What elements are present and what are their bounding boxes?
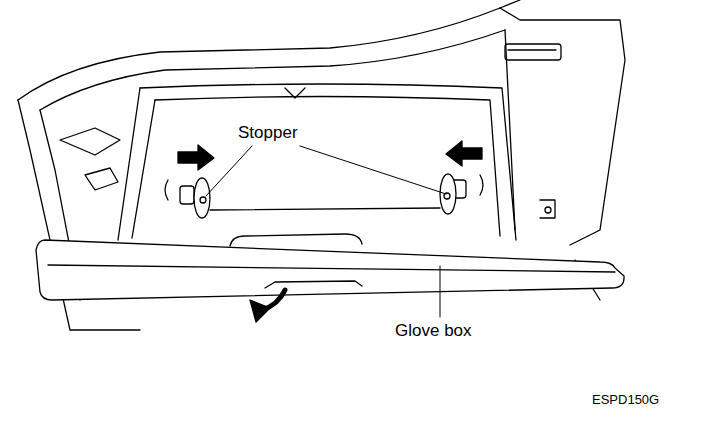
opening-arrow [250, 300, 270, 322]
lid-handle [230, 234, 362, 246]
glove-box-inner [132, 100, 155, 238]
stopper [200, 197, 206, 203]
direction-arrow [446, 141, 482, 166]
glove-box-lid [36, 240, 624, 300]
dashboard-outline [500, 0, 520, 8]
dashboard-vent [60, 128, 120, 155]
dashboard-trim [505, 44, 561, 60]
leader-line [440, 266, 441, 317]
direction-arrow [178, 145, 214, 170]
side-mark [480, 175, 483, 195]
glove-box-opening [118, 88, 140, 240]
leader-line [206, 146, 252, 196]
dashboard-outline [18, 8, 500, 100]
dashboard-vent [85, 168, 118, 190]
dashboard-outline [500, 8, 625, 245]
glove-box-opening [140, 84, 516, 240]
dashboard-trim [508, 49, 556, 50]
part-label: Glove box [393, 322, 474, 341]
bracket [545, 207, 551, 213]
stopper [194, 178, 210, 218]
stopper [440, 174, 456, 214]
glove-box-inner [155, 97, 500, 237]
lid-handle [265, 281, 362, 288]
figure-code: ESPD150G [590, 393, 661, 407]
part-label: Stopper [236, 124, 300, 143]
leader-line [300, 146, 446, 194]
latch-catch [285, 88, 305, 98]
stopper [180, 186, 194, 204]
glove-box-inner [210, 208, 440, 210]
glove-box-lid [48, 265, 615, 272]
bracket [540, 200, 555, 218]
side-mark [165, 180, 168, 200]
